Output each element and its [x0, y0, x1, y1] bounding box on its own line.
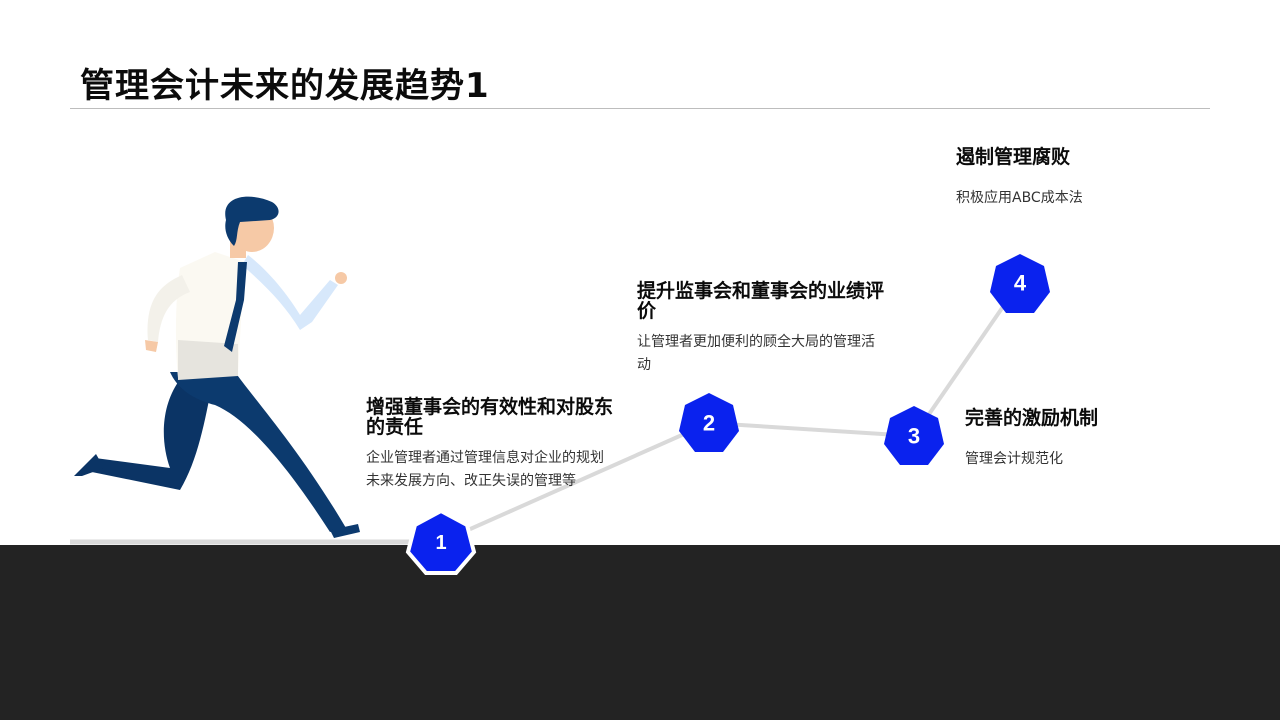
title-divider: [70, 108, 1210, 109]
footer-band: [0, 545, 1280, 720]
step-1-title: 增强董事会的有效性和对股东的责任: [366, 396, 614, 438]
timeline-node-3-number: 3: [908, 424, 920, 449]
timeline-node-2-number: 2: [703, 411, 715, 436]
step-4-title: 遏制管理腐败: [956, 146, 1071, 168]
step-2-description: 让管理者更加便利的顾全大局的管理活动: [637, 334, 875, 373]
step-3-title: 完善的激励机制: [965, 407, 1099, 429]
timeline-node-3: 3: [884, 406, 944, 465]
timeline-node-2: 2: [679, 393, 739, 452]
step-4-description: 积极应用ABC成本法: [956, 190, 1083, 206]
step-2-title: 提升监事会和董事会的业绩评价: [637, 280, 885, 322]
running-businessman-illustration: [74, 196, 360, 538]
timeline-node-4: 4: [990, 254, 1050, 313]
timeline-node-1: 1: [405, 508, 477, 575]
connector-2-3: [708, 421, 915, 438]
page-title: 管理会计未来的发展趋势1: [80, 66, 490, 106]
step-1-description: 企业管理者通过管理信息对企业的规划未来发展方向、改正失误的管理等: [366, 450, 604, 489]
timeline-node-4-number: 4: [1014, 271, 1027, 296]
timeline-node-1-number: 1: [435, 532, 446, 554]
connector-1-2: [440, 421, 710, 544]
step-3-description: 管理会计规范化: [965, 451, 1063, 467]
